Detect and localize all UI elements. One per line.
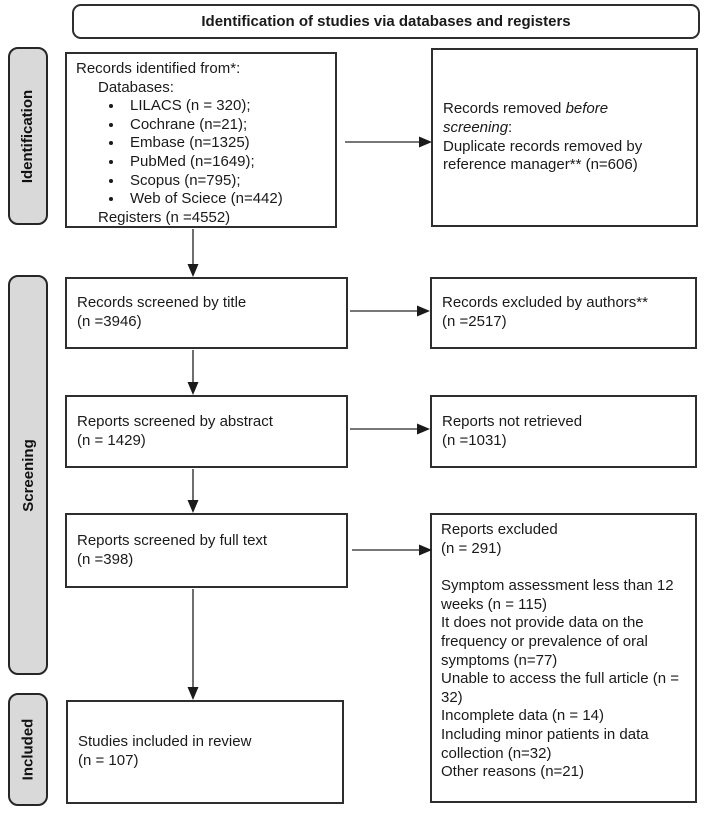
stage-label-identification: Identification: [8, 47, 48, 225]
stage-label-screening-text: Screening: [19, 438, 37, 512]
reports-excluded-box: Reports excluded (n = 291) Symptom asses…: [430, 513, 697, 803]
reports-screened-abstract-line1: Reports screened by abstract: [77, 412, 273, 430]
stage-label-included: Included: [8, 693, 48, 806]
records-removed-text: Records removed before screening: Duplic…: [443, 100, 686, 174]
database-item: Cochrane (n=21);: [124, 116, 326, 135]
exclusion-reasons: Symptom assessment less than 12 weeks (n…: [441, 577, 686, 782]
reports-not-retrieved-line2: (n =1031): [442, 431, 507, 449]
exclusion-reason: Symptom assessment less than 12 weeks (n…: [441, 577, 674, 613]
arrow-title-down: [187, 350, 199, 395]
records-removed-italic-1: before: [565, 100, 609, 118]
exclusion-reason: Unable to access the full article (n = 3…: [441, 670, 680, 706]
stage-label-identification-text: Identification: [19, 89, 37, 183]
records-removed-box: Records removed before screening: Duplic…: [431, 48, 698, 227]
database-item: Embase (n=1325): [124, 134, 326, 153]
diagram-title-text: Identification of studies via databases …: [201, 13, 571, 30]
database-item: PubMed (n=1649);: [124, 153, 326, 172]
reports-screened-fulltext-box: Reports screened by full text (n =398): [65, 513, 348, 588]
exclusion-reason: Other reasons (n=21): [441, 763, 584, 781]
records-excluded-authors-line2: (n =2517): [442, 313, 507, 330]
records-removed-prefix: Records removed: [443, 100, 566, 118]
records-identified-subheading: Databases:: [98, 78, 174, 96]
reports-not-retrieved-box: Reports not retrieved (n =1031): [430, 395, 697, 468]
studies-included-line2: (n = 107): [78, 752, 139, 769]
studies-included-box: Studies included in review (n = 107): [66, 700, 344, 804]
reports-screened-fulltext-line1: Reports screened by full text: [77, 531, 268, 549]
reports-screened-fulltext-line2: (n =398): [77, 550, 134, 568]
database-item: Scopus (n=795);: [124, 172, 326, 191]
records-removed-detail: Duplicate records removed by reference m…: [443, 137, 643, 174]
arrow-title-to-excluded-authors: [350, 305, 430, 317]
records-excluded-authors-box: Records excluded by authors** (n =2517): [430, 277, 697, 349]
database-item: Web of Sciece (n=442): [124, 190, 326, 209]
arrow-abstract-to-not-retrieved: [350, 423, 430, 435]
arrow-identified-down: [187, 229, 199, 277]
studies-included-line1: Studies included in review: [78, 733, 252, 751]
reports-excluded-line1: Reports excluded: [441, 521, 558, 538]
records-screened-title-line1: Records screened by title: [77, 294, 247, 312]
stage-label-screening: Screening: [8, 275, 48, 675]
records-excluded-authors-line1: Records excluded by authors**: [442, 294, 648, 312]
database-list: LILACS (n = 320); Cochrane (n=21); Embas…: [98, 97, 326, 209]
diagram-title: Identification of studies via databases …: [72, 4, 700, 39]
registers-line: Registers (n =4552): [98, 208, 231, 226]
exclusion-reason: Including minor patients in data collect…: [441, 725, 649, 762]
records-screened-title-box: Records screened by title (n =3946): [65, 277, 348, 349]
database-item: LILACS (n = 320);: [124, 97, 326, 116]
reports-screened-abstract-line2: (n = 1429): [77, 431, 146, 449]
records-removed-suffix: :: [508, 118, 513, 136]
arrow-identified-to-removed: [345, 136, 432, 148]
reports-not-retrieved-line1: Reports not retrieved: [442, 412, 583, 430]
records-identified-heading: Records identified from*:: [76, 60, 241, 77]
exclusion-reason: It does not provide data on the frequenc…: [441, 614, 648, 669]
arrow-abstract-down: [187, 469, 199, 513]
arrow-fulltext-to-reports-excluded: [352, 544, 432, 556]
records-identified-box: Records identified from*: Databases: LIL…: [65, 52, 337, 228]
reports-excluded-line2: (n = 291): [441, 539, 502, 557]
reports-screened-abstract-box: Reports screened by abstract (n = 1429): [65, 395, 348, 468]
records-screened-title-line2: (n =3946): [77, 313, 142, 330]
records-removed-italic-2: screening: [443, 118, 509, 136]
arrow-fulltext-to-included: [187, 589, 199, 700]
exclusion-reason: Incomplete data (n = 14): [441, 707, 605, 725]
stage-label-included-text: Included: [19, 718, 37, 781]
